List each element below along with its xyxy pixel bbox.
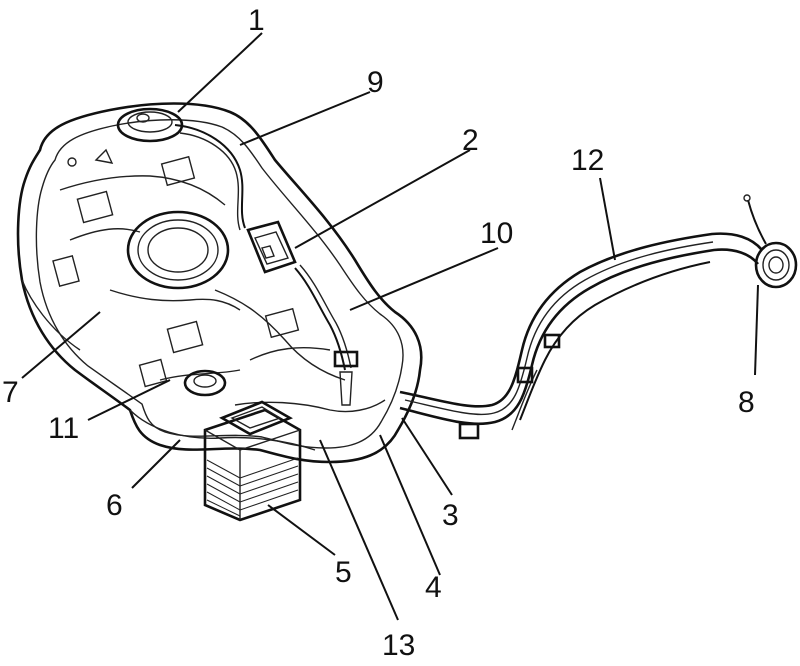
fuel-tank — [18, 104, 421, 463]
label-6: 6 — [106, 489, 123, 522]
label-4: 4 — [425, 571, 442, 604]
canister-5 — [205, 402, 300, 520]
label-1: 1 — [248, 4, 265, 37]
label-5: 5 — [335, 556, 352, 589]
leader-lines — [22, 33, 758, 620]
label-12: 12 — [571, 144, 604, 177]
label-3: 3 — [442, 499, 459, 532]
label-2: 2 — [462, 124, 479, 157]
connector-10 — [335, 352, 357, 366]
reference-numerals: 1 9 2 12 10 8 7 11 6 3 5 4 13 — [2, 4, 755, 662]
label-8: 8 — [738, 386, 755, 419]
hose-10 — [295, 268, 345, 370]
label-9: 9 — [367, 66, 384, 99]
label-7: 7 — [2, 376, 19, 409]
label-13: 13 — [382, 629, 415, 662]
valve-module-2 — [248, 222, 295, 272]
label-10: 10 — [480, 217, 513, 250]
label-11: 11 — [48, 412, 79, 445]
filler-pipe-12 — [400, 234, 762, 438]
